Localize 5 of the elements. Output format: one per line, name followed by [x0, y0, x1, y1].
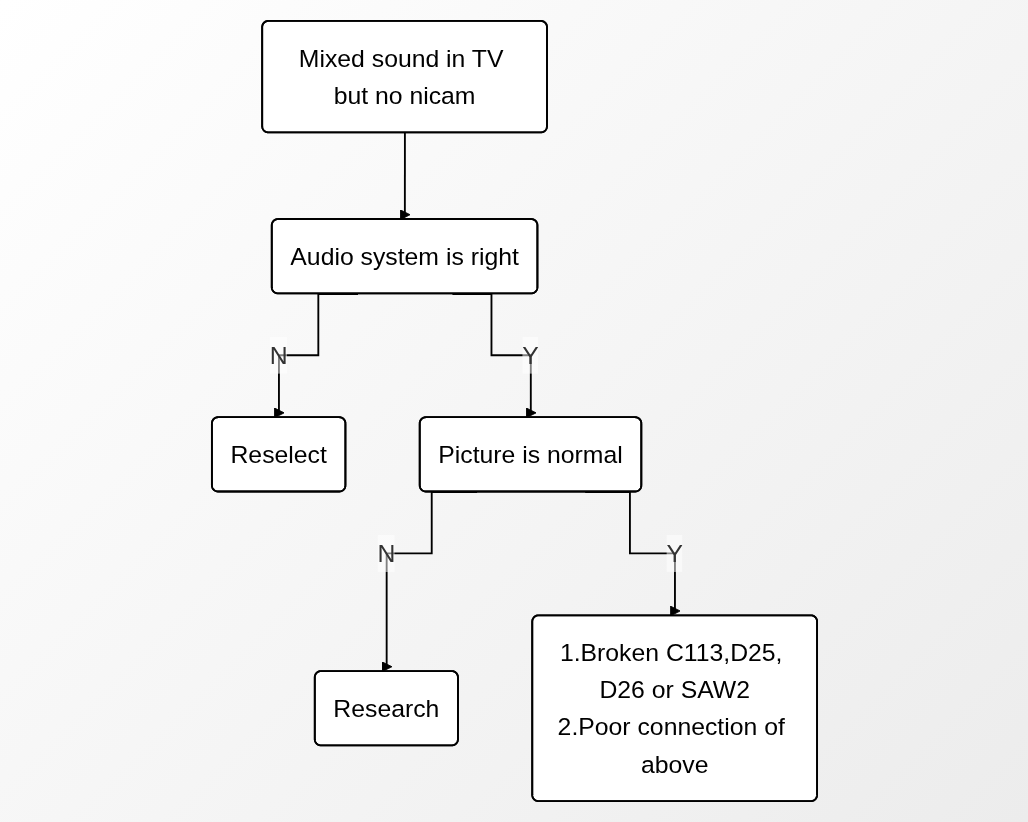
edge-label: N: [269, 341, 288, 369]
edge-label: Y: [521, 341, 539, 369]
edge-label: N: [376, 539, 395, 568]
edge-label: Y: [665, 539, 683, 568]
arrow: [399, 132, 411, 221]
